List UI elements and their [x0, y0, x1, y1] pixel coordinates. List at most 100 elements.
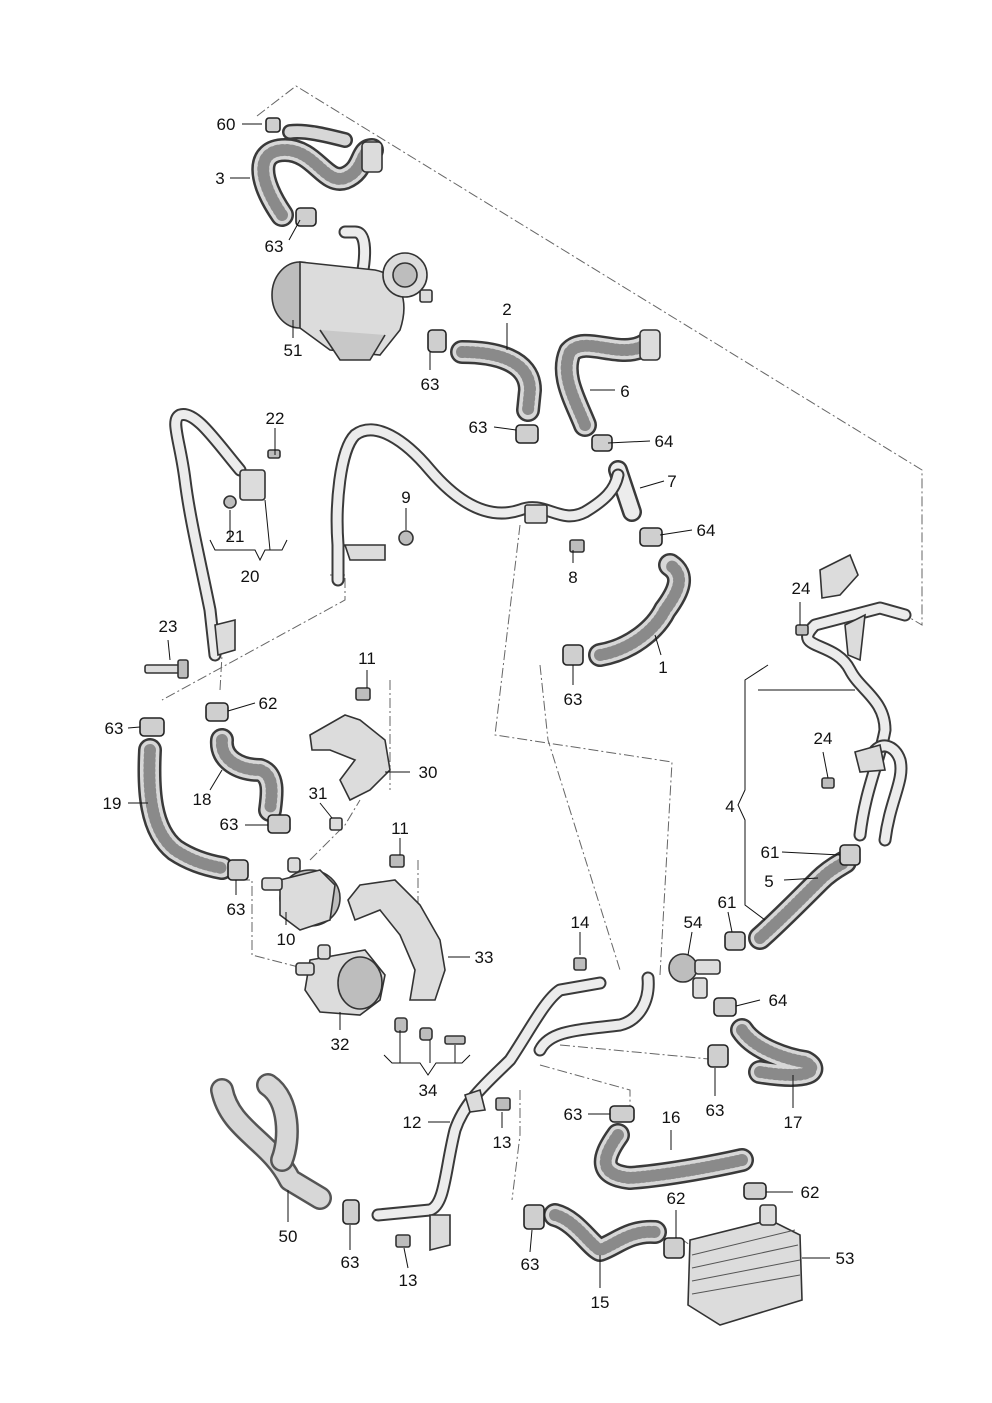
callout-63: 63	[421, 375, 440, 394]
bracket-30	[309, 687, 391, 831]
callout-63: 63	[469, 418, 488, 437]
pipe-20	[169, 408, 281, 662]
callout-labels: 60 3 63 51 2 63 63 6 64 7 64 22 21 20 9 …	[103, 115, 855, 1312]
callout-12: 12	[403, 1113, 422, 1132]
callout-64: 64	[655, 432, 674, 451]
callout-5: 5	[764, 872, 773, 891]
pipe-12	[371, 957, 655, 1252]
clamp-63-c	[515, 424, 539, 444]
pump-10	[261, 857, 341, 931]
clamp-63-g	[267, 814, 291, 834]
callout-31: 31	[309, 784, 328, 803]
hose-17	[730, 1018, 824, 1087]
fasteners-34	[394, 1017, 466, 1045]
callout-1: 1	[658, 658, 667, 677]
callout-63: 63	[105, 719, 124, 738]
callout-9: 9	[401, 488, 410, 507]
callout-60: 60	[217, 115, 236, 134]
callout-62: 62	[259, 694, 278, 713]
callout-32: 32	[331, 1035, 350, 1054]
callout-63: 63	[564, 690, 583, 709]
callout-6: 6	[620, 382, 629, 401]
callout-16: 16	[662, 1108, 681, 1127]
hose-1	[588, 553, 691, 667]
callout-63: 63	[341, 1253, 360, 1272]
callout-19: 19	[103, 794, 122, 813]
callout-64: 64	[697, 521, 716, 540]
clamp-63-j	[609, 1105, 635, 1123]
leader-lines	[127, 123, 855, 1288]
callout-34: 34	[419, 1081, 438, 1100]
callout-22: 22	[266, 409, 285, 428]
callout-63: 63	[227, 900, 246, 919]
callout-11: 11	[391, 819, 409, 838]
callout-23: 23	[159, 617, 178, 636]
callout-4: 4	[725, 797, 734, 816]
hose-15	[543, 1203, 667, 1262]
clamp-63-a	[295, 207, 317, 227]
clamp-63-k	[523, 1204, 545, 1230]
callout-2: 2	[502, 300, 511, 319]
callout-30: 30	[419, 763, 438, 782]
callout-14: 14	[571, 913, 590, 932]
bracket-33	[347, 854, 446, 1001]
hose-5	[748, 850, 857, 950]
pump-51	[271, 225, 433, 361]
callout-61: 61	[761, 843, 780, 862]
clamp-63-h	[342, 1199, 360, 1225]
callout-53: 53	[836, 1249, 855, 1268]
hose-2	[450, 340, 542, 422]
callout-15: 15	[591, 1293, 610, 1312]
hose-16	[593, 1123, 754, 1190]
callout-51: 51	[284, 341, 303, 360]
callout-33: 33	[475, 948, 494, 967]
callout-24: 24	[792, 579, 811, 598]
clamp-63-i	[707, 1044, 729, 1068]
hose-19	[137, 738, 234, 880]
hose-18	[210, 728, 284, 822]
bolt-23	[144, 659, 189, 679]
callout-13: 13	[493, 1133, 512, 1152]
clamp-61-a	[839, 844, 861, 866]
clamp-62-c	[663, 1237, 685, 1259]
callout-62: 62	[667, 1189, 686, 1208]
cooler-53	[687, 1204, 803, 1326]
callout-3: 3	[215, 169, 224, 188]
callout-63: 63	[220, 815, 239, 834]
clamp-62-b	[743, 1182, 767, 1200]
clamp-63-d	[562, 644, 584, 666]
callout-50: 50	[279, 1227, 298, 1246]
callout-63: 63	[521, 1255, 540, 1274]
clamp-61-b	[724, 931, 746, 951]
pipe-4	[795, 553, 912, 847]
callout-11: 11	[358, 649, 376, 668]
callout-21: 21	[226, 527, 245, 546]
callout-24: 24	[814, 729, 833, 748]
callout-63: 63	[265, 237, 284, 256]
callout-54: 54	[684, 913, 703, 932]
callout-17: 17	[784, 1113, 803, 1132]
callout-10: 10	[277, 930, 296, 949]
callout-7: 7	[667, 472, 676, 491]
pipe-50	[210, 1073, 332, 1210]
callout-63: 63	[564, 1105, 583, 1124]
clamp-63-e	[139, 717, 165, 737]
clamp-64-b	[639, 527, 663, 547]
callout-62: 62	[801, 1183, 820, 1202]
clamp-63-f	[227, 859, 249, 881]
pump-32	[295, 944, 386, 1016]
callout-20: 20	[241, 567, 260, 586]
clamp-62-a	[205, 702, 229, 722]
clamp-64-c	[713, 997, 737, 1017]
hose-6	[554, 329, 661, 437]
clamp-63-b	[427, 329, 447, 353]
callout-13: 13	[399, 1271, 418, 1290]
hose-3	[251, 117, 384, 227]
valve-54	[668, 953, 721, 999]
callout-18: 18	[193, 790, 212, 809]
callout-63: 63	[706, 1101, 725, 1120]
callout-61: 61	[718, 893, 737, 912]
pipe-main	[330, 423, 625, 587]
